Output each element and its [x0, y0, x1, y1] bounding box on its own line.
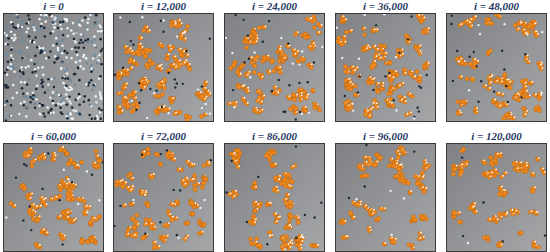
snapshot-panel: i = 72,000	[113, 130, 214, 252]
particle-snapshot	[225, 144, 324, 251]
iteration-label: i = 12,000	[113, 0, 214, 12]
particle-snapshot	[114, 144, 213, 251]
iteration-label: i = 36,000	[335, 0, 436, 12]
iteration-label: i = 96,000	[335, 130, 436, 142]
particle-snapshot	[447, 14, 546, 121]
particle-snapshot	[336, 144, 435, 251]
iteration-label: i = 60,000	[3, 130, 104, 142]
snapshot-panel: i = 12,000	[113, 0, 214, 122]
simulation-box	[3, 13, 104, 122]
snapshot-panel: i = 60,000	[3, 130, 104, 252]
snapshot-panel: i = 0	[3, 0, 104, 122]
simulation-box	[446, 143, 547, 252]
particle-snapshot	[225, 14, 324, 121]
simulation-box	[224, 143, 325, 252]
particle-snapshot	[114, 14, 213, 121]
iteration-label: i = 72,000	[113, 130, 214, 142]
snapshot-panel: i = 86,000	[224, 130, 325, 252]
snapshot-panel: i = 96,000	[335, 130, 436, 252]
particle-snapshot	[447, 144, 546, 251]
particle-snapshot	[4, 144, 103, 251]
simulation-box	[113, 13, 214, 122]
simulation-box	[113, 143, 214, 252]
iteration-label: i = 120,000	[446, 130, 547, 142]
iteration-label: i = 24,000	[224, 0, 325, 12]
iteration-label: i = 0	[3, 0, 104, 12]
snapshot-panel: i = 36,000	[335, 0, 436, 122]
snapshot-panel: i = 24,000	[224, 0, 325, 122]
iteration-label: i = 86,000	[224, 130, 325, 142]
simulation-box	[3, 143, 104, 252]
particle-snapshot	[336, 14, 435, 121]
snapshot-panel: i = 48,000	[446, 0, 547, 122]
snapshot-panel: i = 120,000	[446, 130, 547, 252]
simulation-box	[335, 143, 436, 252]
iteration-label: i = 48,000	[446, 0, 547, 12]
simulation-box	[446, 13, 547, 122]
particle-snapshot	[4, 14, 103, 121]
simulation-box	[224, 13, 325, 122]
simulation-box	[335, 13, 436, 122]
